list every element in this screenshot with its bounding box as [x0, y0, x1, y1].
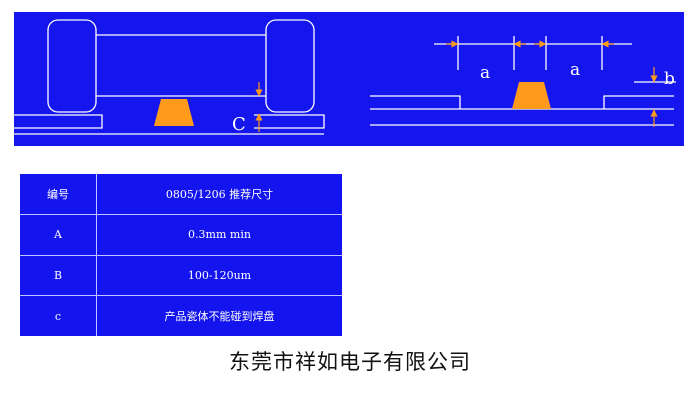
row-value-cell: 0.3mm min — [97, 215, 342, 256]
right-pad-outline — [254, 114, 325, 129]
row-value-cell: 100-120um — [97, 256, 342, 297]
table-row: A 0.3mm min — [20, 214, 342, 256]
left-pad-outline — [14, 114, 103, 129]
a-label-right: a — [570, 60, 580, 80]
left-land-outline — [370, 95, 461, 109]
solder-resist-block-right — [512, 82, 551, 109]
land-pattern-diagram: C a a b — [14, 19, 676, 135]
table-row: c 产品瓷体不能碰到焊盘 — [20, 296, 342, 336]
right-land-outline — [603, 95, 674, 109]
row-value-cell: 产品瓷体不能碰到焊盘 — [164, 310, 275, 324]
component-side-view — [14, 19, 325, 135]
diagram-panel: C a a b — [14, 12, 684, 146]
table-header-row: 编号 0805/1206 推荐尺寸 — [20, 174, 342, 215]
row-key-cell: A — [20, 214, 97, 256]
right-terminal — [265, 19, 315, 113]
header-value-cell: 0805/1206 推荐尺寸 — [97, 174, 342, 215]
left-terminal — [47, 19, 97, 113]
header-key-cell: 编号 — [20, 174, 97, 215]
row-key-cell: c — [20, 296, 97, 336]
b-label: b — [664, 69, 675, 89]
c-label: C — [232, 114, 246, 135]
recommended-size-table: 编号 0805/1206 推荐尺寸 A 0.3mm min B 100-120u… — [20, 174, 342, 336]
row-key-cell: B — [20, 255, 97, 297]
table-row: B 100-120um — [20, 255, 342, 297]
solder-resist-block-left — [154, 99, 194, 126]
land-pattern-view — [370, 36, 676, 126]
company-name: 东莞市祥如电子有限公司 — [229, 350, 471, 374]
a-label-left: a — [480, 63, 490, 83]
